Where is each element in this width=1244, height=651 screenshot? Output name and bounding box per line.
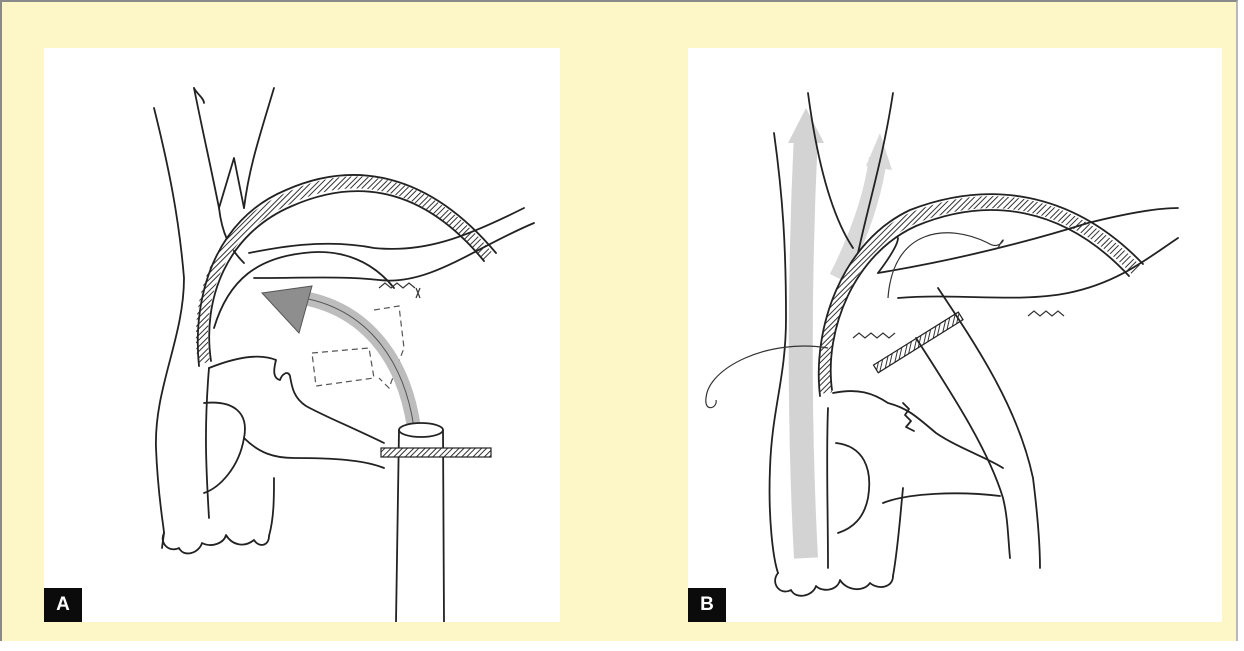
vessel-trunk (154, 88, 274, 533)
lower-branch-vessel (254, 223, 534, 281)
suture-line-graft (853, 333, 895, 338)
root-wall (269, 478, 274, 536)
trunk-inner-wall (827, 408, 828, 568)
trunk-left-wall (770, 133, 786, 573)
panel-a-illustration (44, 48, 560, 622)
suture-thread-upper (888, 233, 1003, 298)
lower-tissue-outline (833, 391, 1003, 468)
valve-cusps (163, 533, 269, 553)
tourniquet-band (381, 448, 491, 457)
valve-cusps (775, 573, 893, 596)
valve-outline (836, 443, 869, 533)
lower-tissue-outline (209, 357, 384, 443)
valve-outline (204, 403, 245, 493)
suture-knot (416, 288, 420, 298)
panel-b-illustration (688, 48, 1222, 622)
arch-graft (202, 182, 489, 363)
flow-arrow-main-head (788, 108, 824, 143)
panel-b-label: B (688, 588, 726, 622)
figure-frame: A (0, 0, 1238, 641)
flow-arrow-shaft (289, 296, 414, 428)
dashed-outline-lower (312, 348, 374, 386)
suture-line (1028, 311, 1064, 316)
descending-vessel-outer (938, 288, 1040, 568)
panel-b: B (688, 48, 1222, 622)
base-outline (244, 438, 384, 468)
suture-line (379, 283, 415, 288)
base-outline (883, 493, 1000, 503)
stitch-mark (903, 403, 914, 431)
panel-a: A (44, 48, 560, 622)
flow-arrow-head (262, 286, 312, 333)
root-wall (893, 488, 903, 576)
panel-a-label: A (44, 588, 82, 622)
